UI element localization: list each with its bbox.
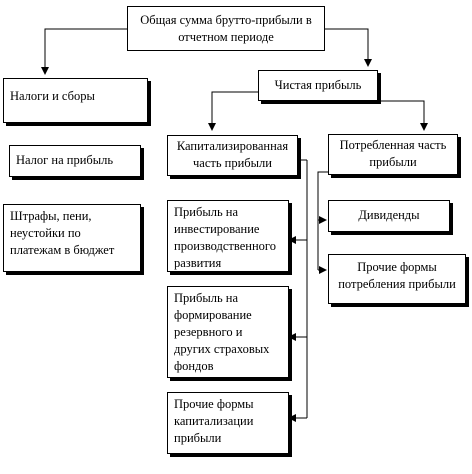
node-net-profit: Чистая прибыль — [258, 70, 378, 101]
node-investment: Прибыль на инвестирование производственн… — [167, 200, 289, 272]
node-dividends: Дивиденды — [328, 200, 450, 232]
node-fines: Штрафы, пени, неустойки по платежам в бю… — [3, 204, 141, 272]
node-profit-tax: Налог на прибыль — [9, 145, 141, 177]
arrow-gross-to-taxes — [41, 28, 127, 75]
node-other-consumption: Прочие формы потребления прибыли — [328, 254, 466, 304]
trunk-consumed — [317, 171, 328, 270]
node-gross-profit: Общая сумма брутто-прибыли в отчетном пе… — [127, 6, 325, 51]
arrow-net-to-consumed — [378, 100, 428, 131]
node-consumed: Потребленная часть прибыли — [328, 134, 458, 175]
node-other-capitalization: Прочие формы капитализации прибыли — [167, 392, 289, 454]
node-reserve: Прибыль на формирование резервного и дру… — [167, 286, 289, 378]
arrow-gross-to-net — [325, 28, 372, 67]
node-taxes: Налоги и сборы — [3, 78, 148, 123]
arrow-net-to-capitalized — [208, 91, 258, 131]
node-capitalized: Капитализированная часть прибыли — [167, 135, 298, 176]
